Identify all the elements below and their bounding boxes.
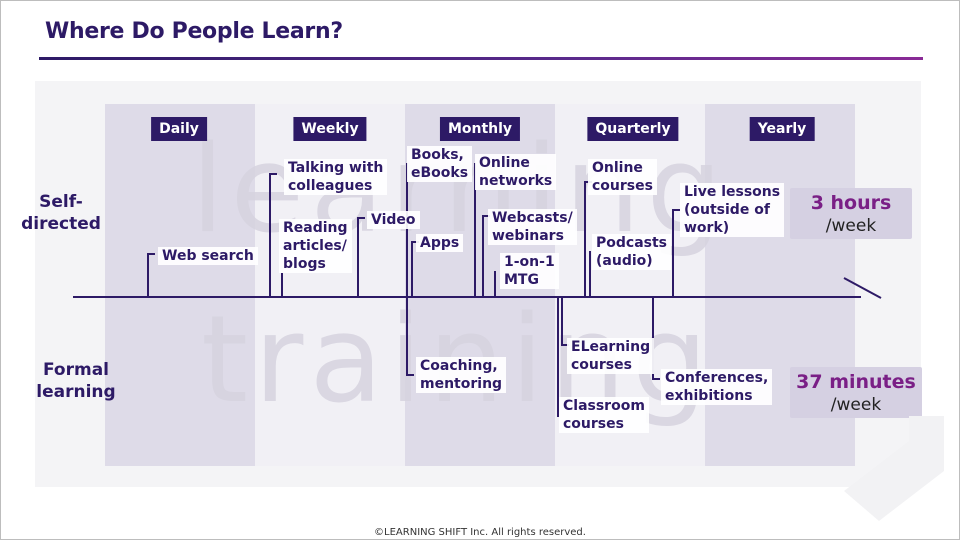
stem-online-courses [584,181,586,297]
stem-live-lessons [672,209,674,297]
row-label-formal-learning: Formal learning [36,360,116,402]
item-podcasts-audio: Podcasts (audio) [592,234,672,270]
item-web-search: Web search [158,247,258,265]
summary-self-directed-value: 3 hours [810,192,892,214]
stem-elearning [561,297,563,345]
summary-formal-unit: /week [830,395,882,415]
item-one-on-one-mtg: 1-on-1 MTG [500,253,559,289]
summary-formal-value: 37 minutes [796,371,916,393]
row-label-self-directed: Self- directed [21,192,101,234]
hook-webcasts [482,215,490,217]
stem-video [357,217,359,297]
hook-elearning [561,344,569,346]
axis-end-tick [843,277,882,299]
title-underline [39,57,923,60]
decorative-chevron-shape [844,416,944,521]
freq-header-weekly: Weekly [293,117,367,141]
stem-one-on-one [494,271,496,297]
hook-apps [411,241,419,243]
timeline-axis [73,296,861,298]
freq-header-quarterly: Quarterly [587,117,679,141]
summary-formal-learning: 37 minutes /week [790,367,922,418]
item-webcasts-webinars: Webcasts/ webinars [488,209,577,245]
item-reading-articles-blogs: Reading articles/ blogs [279,219,352,273]
item-conferences-exhibitions: Conferences, exhibitions [661,369,773,405]
stem-books [406,163,408,297]
summary-self-directed-unit: /week [825,216,877,236]
item-talking-with-colleagues: Talking with colleagues [284,159,388,195]
hook-video [357,217,365,219]
stem-podcasts [589,251,591,297]
hook-live-lessons [672,209,680,211]
freq-header-yearly: Yearly [749,117,815,141]
page-title: Where Do People Learn? [45,19,343,44]
item-video: Video [367,211,420,229]
stem-talking [269,173,271,297]
hook-conferences [652,378,660,380]
stem-online-networks [474,163,476,297]
item-online-courses: Online courses [588,159,657,195]
stem-web-search [147,253,149,297]
stem-coaching [406,297,408,375]
freq-header-daily: Daily [151,117,207,141]
stem-classroom [557,297,559,417]
item-elearning-courses: ELearning courses [567,338,655,374]
item-coaching-mentoring: Coaching, mentoring [416,357,507,393]
summary-self-directed: 3 hours /week [790,188,912,239]
stem-reading [281,273,283,297]
column-daily [105,104,255,466]
freq-header-monthly: Monthly [439,117,521,141]
item-books-ebooks: Books, eBooks [407,146,473,182]
hook-web-search [147,253,155,255]
item-apps: Apps [416,234,464,252]
hook-coaching [406,374,414,376]
item-classroom-courses: Classroom courses [559,397,649,433]
stem-apps [411,241,413,297]
hook-talking [269,173,277,175]
stem-webcasts [482,215,484,297]
item-live-lessons: Live lessons (outside of work) [680,183,785,237]
item-online-networks: Online networks [475,154,557,190]
copyright-footer: ©LEARNING SHIFT Inc. All rights reserved… [374,527,586,538]
